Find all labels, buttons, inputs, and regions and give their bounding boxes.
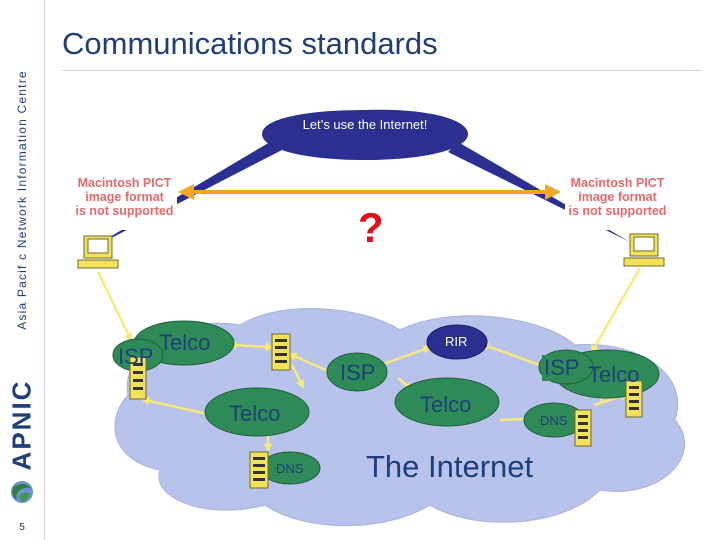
telco-right-label: Telco bbox=[588, 362, 640, 387]
rir-node bbox=[426, 324, 488, 360]
speech-bubble bbox=[262, 109, 468, 160]
sidebar: Asia Pacif c Network Information Centre … bbox=[0, 0, 45, 540]
computer-right-icon bbox=[623, 233, 665, 267]
internet-label: The Internet bbox=[366, 449, 534, 484]
telco-center-label: Telco bbox=[420, 392, 472, 417]
rir-label: RIR bbox=[445, 334, 468, 349]
isp-center-label: ISP bbox=[340, 360, 376, 385]
telco-bottom-label: Telco bbox=[229, 401, 281, 426]
title-divider bbox=[62, 70, 702, 71]
sidebar-org-name: Asia Pacif c Network Information Centre bbox=[15, 70, 29, 330]
speech-bubble-text: Let’s use the Internet! bbox=[302, 117, 428, 132]
page-number: 5 bbox=[19, 522, 25, 533]
isp-left-label: ISP bbox=[118, 344, 154, 369]
telco-bottom-node bbox=[204, 387, 310, 437]
dns-right-label: DNS bbox=[540, 413, 568, 428]
pict-placeholder-left: Macintosh PICT image format is not suppo… bbox=[72, 164, 177, 230]
server-icon-2 bbox=[271, 333, 291, 371]
server-icon-1 bbox=[129, 356, 147, 400]
apnic-globe-logo-icon bbox=[11, 481, 33, 503]
sidebar-apnic-wordmark: APNIC bbox=[6, 379, 37, 471]
isp-right-label: ISP bbox=[542, 355, 582, 381]
server-icon-4 bbox=[625, 380, 643, 418]
slide-title: Communications standards bbox=[62, 26, 438, 61]
computer-left-icon bbox=[77, 235, 119, 269]
dns-bottom-label: DNS bbox=[276, 461, 304, 476]
server-icon-5 bbox=[574, 409, 592, 447]
telco-center-node bbox=[394, 377, 500, 427]
server-icon-3 bbox=[249, 451, 269, 489]
pict-placeholder-right: Macintosh PICT image format is not suppo… bbox=[565, 164, 670, 230]
isp-center-node bbox=[326, 352, 388, 392]
telco-left-label: Telco bbox=[159, 330, 211, 355]
question-mark: ? bbox=[358, 204, 384, 251]
